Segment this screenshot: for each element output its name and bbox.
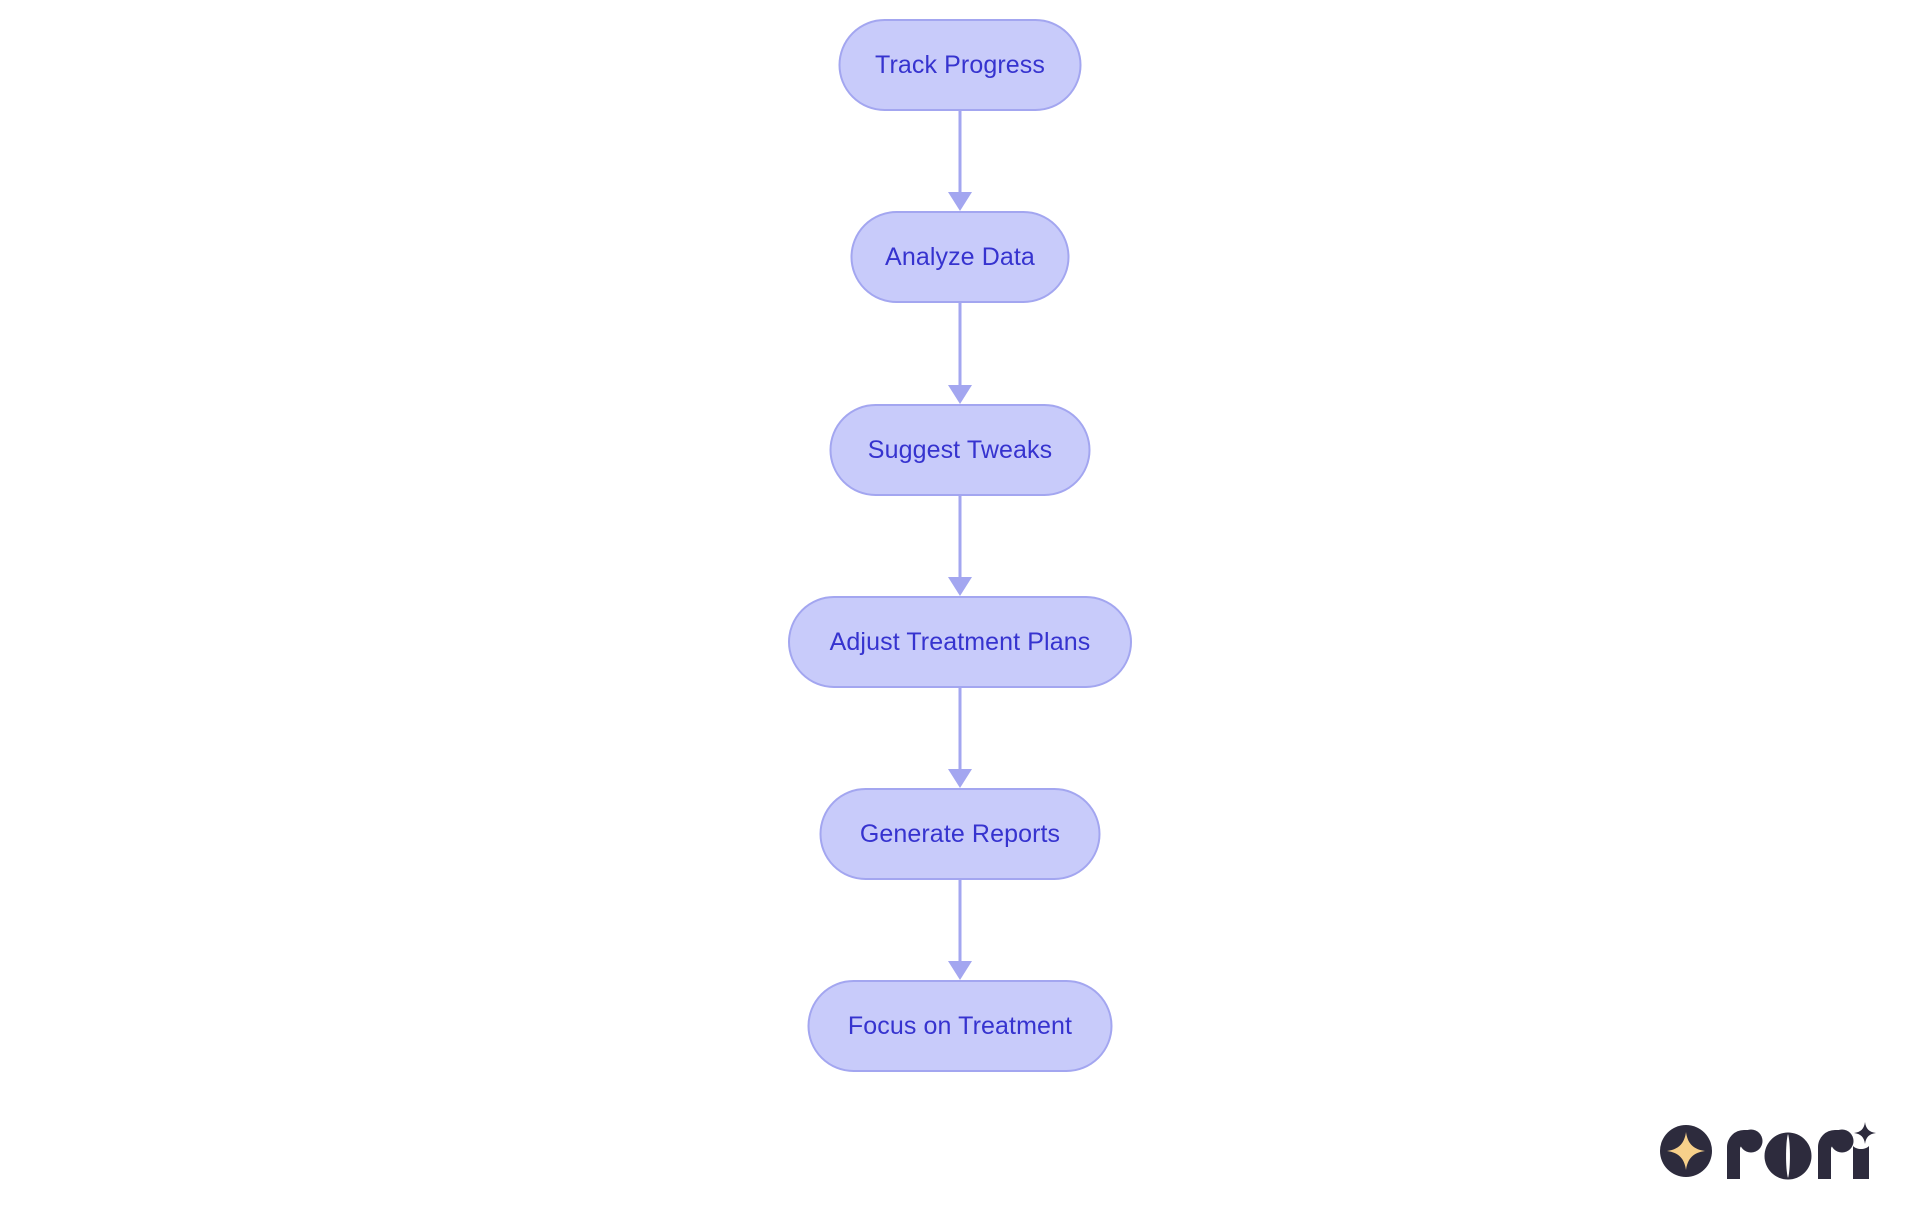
- flow-node-label: Adjust Treatment Plans: [829, 627, 1091, 656]
- edge-line: [958, 111, 962, 192]
- flow-node-analyze-data[interactable]: Analyze Data: [850, 211, 1070, 303]
- arrowhead-icon: [948, 192, 972, 211]
- flow-node-adjust-treatment-plans[interactable]: Adjust Treatment Plans: [788, 596, 1132, 688]
- flow-node-label: Focus on Treatment: [847, 1011, 1073, 1040]
- flow-edge-suggest-tweaks-to-adjust-treatment-plans: [948, 496, 972, 596]
- flow-node-suggest-tweaks[interactable]: Suggest Tweaks: [829, 404, 1091, 496]
- brand-logo: [1660, 1122, 1877, 1180]
- flow-node-label: Generate Reports: [859, 819, 1061, 848]
- flow-edge-adjust-treatment-plans-to-generate-reports: [948, 688, 972, 788]
- edge-line: [958, 303, 962, 385]
- flow-edge-generate-reports-to-focus-on-treatment: [948, 880, 972, 980]
- arrowhead-icon: [948, 385, 972, 404]
- flow-node-generate-reports[interactable]: Generate Reports: [819, 788, 1101, 880]
- rori-wordmark: [1727, 1122, 1876, 1180]
- edge-line: [958, 688, 962, 769]
- flow-node-label: Analyze Data: [885, 242, 1035, 271]
- flow-edge-track-progress-to-analyze-data: [948, 111, 972, 211]
- flow-node-label: Suggest Tweaks: [867, 435, 1053, 464]
- flow-node-focus-on-treatment[interactable]: Focus on Treatment: [807, 980, 1113, 1072]
- flow-edge-analyze-data-to-suggest-tweaks: [948, 303, 972, 404]
- flow-node-track-progress[interactable]: Track Progress: [838, 19, 1082, 111]
- edge-line: [958, 880, 962, 961]
- arrowhead-icon: [948, 769, 972, 788]
- arrowhead-icon: [948, 961, 972, 980]
- flow-node-label: Track Progress: [875, 50, 1045, 79]
- arrowhead-icon: [948, 577, 972, 596]
- edge-line: [958, 496, 962, 577]
- four-point-star-in-circle-icon: [1660, 1125, 1712, 1177]
